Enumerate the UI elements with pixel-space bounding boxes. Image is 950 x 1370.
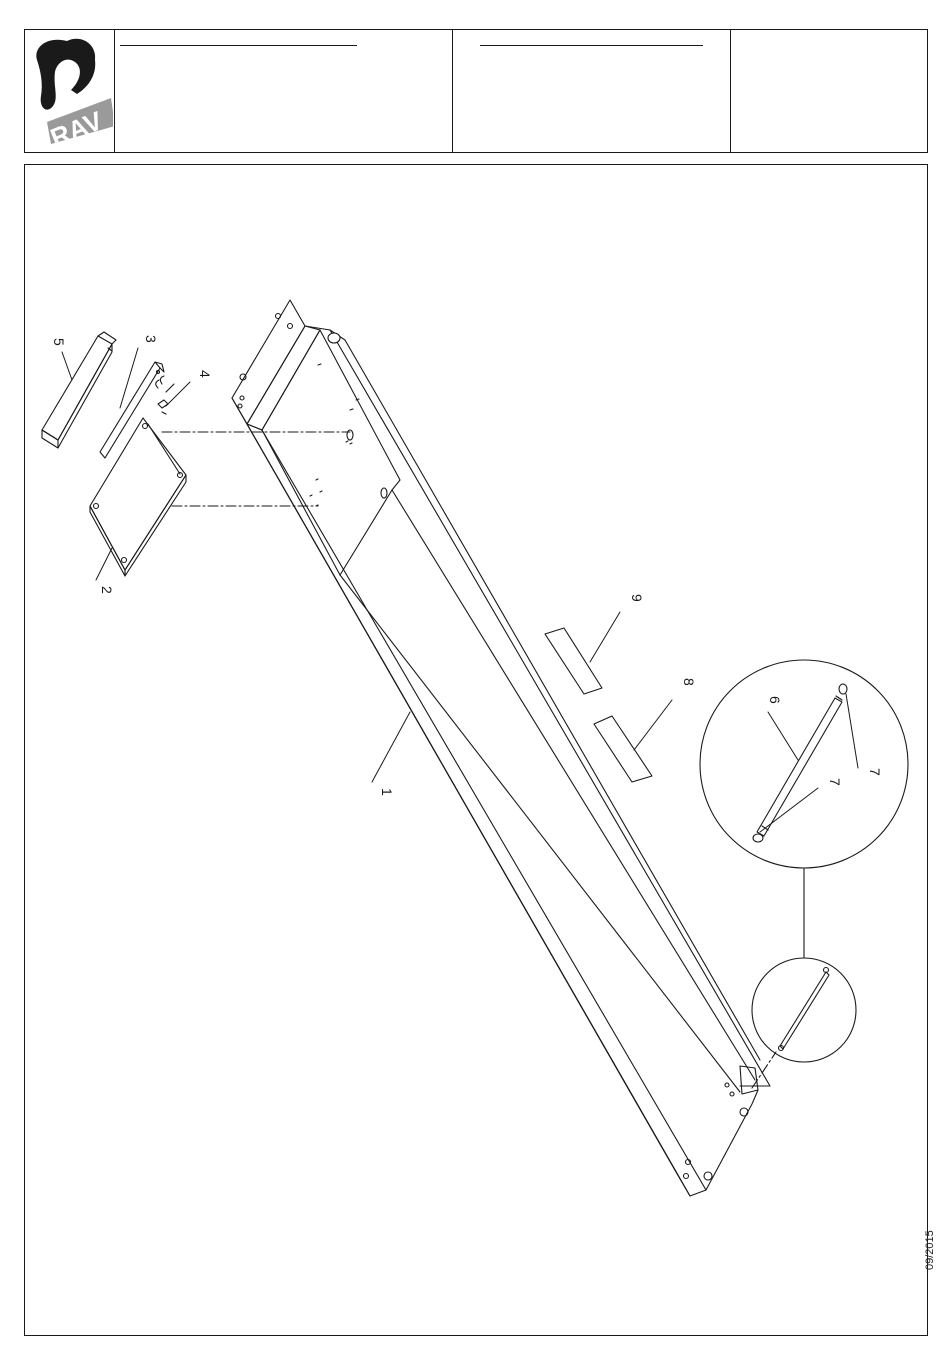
part-5-cover-profile [42, 332, 116, 448]
callout-4: 4 [197, 370, 213, 378]
callout-7-top: 7 [867, 768, 883, 776]
callout-6: 6 [767, 696, 783, 704]
callout-3: 3 [143, 335, 159, 343]
assembly-center-lines [162, 432, 776, 1088]
date-stamp: 09/2015 [924, 1240, 950, 1270]
callout-7-bottom: 7 [827, 778, 843, 786]
part-2-plate [90, 418, 186, 576]
leader-lines [62, 348, 858, 832]
part-1-ramp-beam [232, 300, 770, 1196]
callout-5: 5 [51, 338, 67, 346]
callout-8: 8 [681, 678, 697, 686]
callout-2: 2 [99, 586, 115, 594]
part-4-screws [156, 376, 174, 414]
detail-small-circle [752, 958, 856, 1062]
detail-large-circle [700, 660, 908, 868]
part-8-decal [594, 716, 652, 782]
part-9-decal [545, 628, 602, 694]
callout-9: 9 [629, 594, 645, 602]
callout-1: 1 [379, 788, 395, 796]
